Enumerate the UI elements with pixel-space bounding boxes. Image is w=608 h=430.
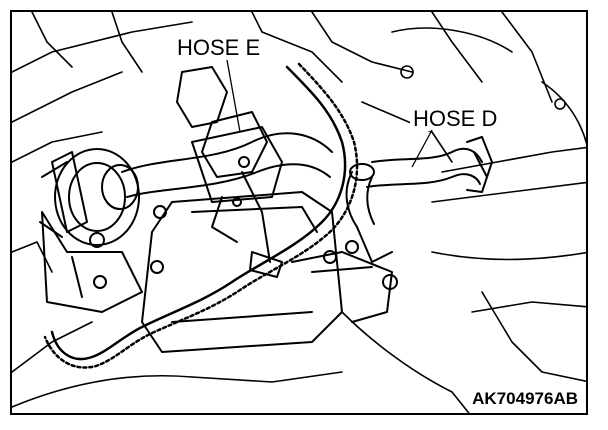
background-structure	[12, 12, 586, 413]
hose-d-leader	[411, 129, 433, 168]
hose-d-drawing	[345, 136, 493, 263]
figure-id: AK704976AB	[470, 389, 580, 409]
diagram-frame: HOSE E HOSE D AK704976AB	[10, 10, 588, 415]
hose-e-leader	[226, 59, 241, 133]
hose-d-label: HOSE D	[410, 107, 501, 131]
solenoid-valve-assembly	[176, 66, 283, 263]
hose-e-label: HOSE E	[174, 36, 264, 60]
wiring-harness	[43, 62, 359, 369]
engine-bay-drawing	[12, 12, 586, 413]
mounting-bracket	[41, 151, 167, 313]
leader-lines	[226, 59, 433, 168]
